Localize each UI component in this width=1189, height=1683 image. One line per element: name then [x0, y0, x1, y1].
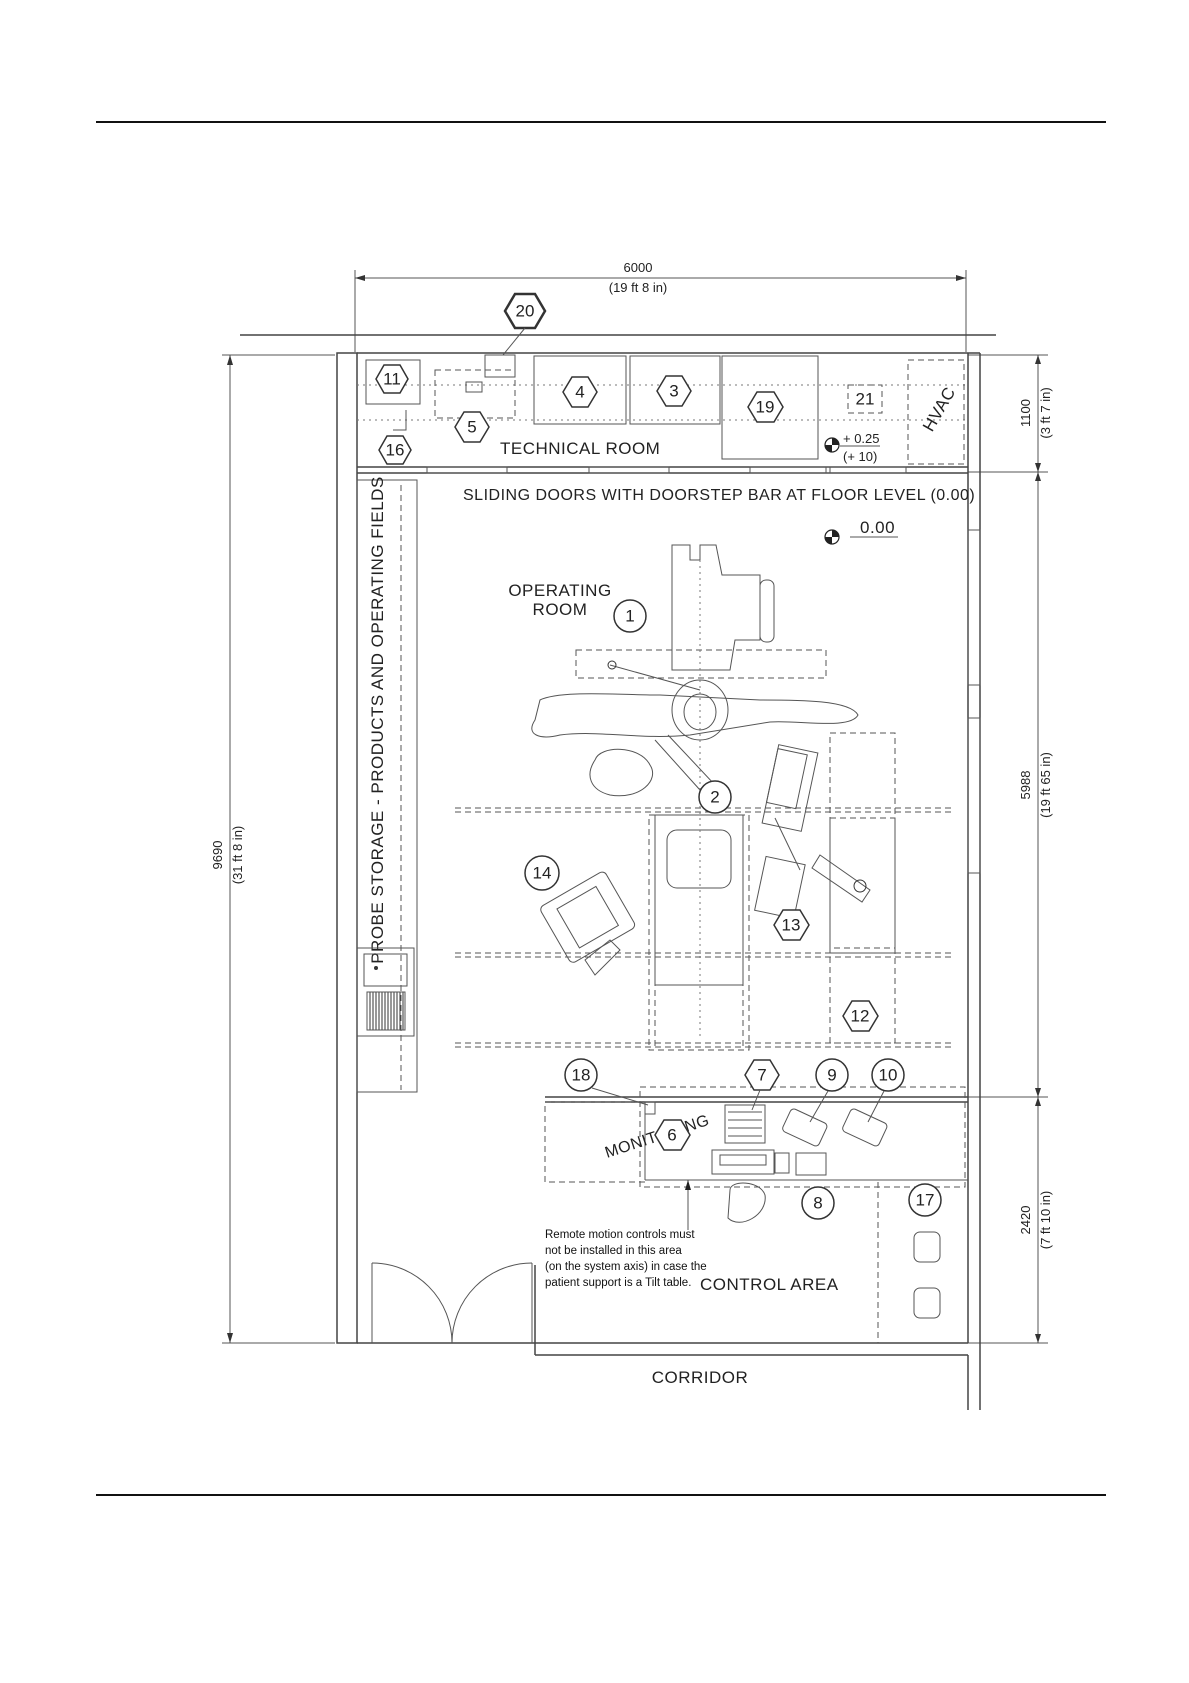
- callout-21: 21: [856, 390, 875, 409]
- svg-text:5: 5: [467, 418, 476, 437]
- callout-2: 2: [698, 780, 732, 814]
- width-value: 6000: [624, 260, 653, 275]
- callout-20: 20: [502, 292, 547, 356]
- svg-text:1: 1: [625, 607, 634, 626]
- unit-4-box: [533, 355, 627, 425]
- entrance: CORRIDOR: [371, 1262, 749, 1387]
- svg-text:3: 3: [669, 382, 678, 401]
- svg-text:18: 18: [572, 1066, 591, 1085]
- callout-7: 7: [744, 1059, 780, 1111]
- svg-text:4: 4: [575, 383, 584, 402]
- svg-text:14: 14: [533, 864, 552, 883]
- note-line3: (on the system axis) in case the: [545, 1261, 707, 1273]
- callout-1: 1: [613, 599, 647, 633]
- svg-text:21: 21: [856, 390, 875, 409]
- callout-3: 3: [656, 375, 692, 407]
- corridor-label: CORRIDOR: [652, 1368, 749, 1387]
- bottom-rule: [96, 1494, 1106, 1496]
- width-dimension: 6000 (19 ft 8 in): [354, 260, 967, 352]
- technical-room-dim-imperial: (3 ft 7 in): [1038, 387, 1053, 438]
- callout-14: 14: [524, 855, 560, 891]
- height-dimension: 9690 (31 ft 8 in): [210, 354, 335, 1344]
- svg-text:12: 12: [851, 1007, 870, 1026]
- height-imperial: (31 ft 8 in): [230, 826, 245, 885]
- control-area-dim: 2420: [1018, 1206, 1033, 1235]
- callout-16: 16: [378, 435, 412, 465]
- floor-level-marker: 0.00: [824, 518, 898, 545]
- operating-room-label-1: OPERATING: [508, 581, 611, 600]
- unit-11-box: [365, 359, 421, 405]
- svg-text:6: 6: [667, 1126, 676, 1145]
- note-line2: not be installed in this area: [545, 1245, 682, 1257]
- height-value: 9690: [210, 841, 225, 870]
- floor-level: 0.00: [860, 518, 895, 537]
- technical-room: HVAC TECHNICAL ROOM + 0.25 (+ 10): [357, 354, 968, 474]
- unit-5-box: [434, 369, 516, 419]
- sliding-doors-label: SLIDING DOORS WITH DOORSTEP BAR AT FLOOR…: [463, 487, 975, 504]
- hvac-label: HVAC: [919, 384, 959, 435]
- callout-8: 8: [801, 1186, 835, 1220]
- svg-text:9: 9: [827, 1066, 836, 1085]
- sink: [356, 947, 415, 1037]
- svg-text:8: 8: [813, 1194, 822, 1213]
- svg-text:13: 13: [782, 916, 801, 935]
- right-dimensions: 1100 (3 ft 7 in) 5988 (19 ft 65 in) 2420…: [968, 354, 1053, 1344]
- svg-text:10: 10: [879, 1066, 898, 1085]
- tech-level-imperial: (+ 10): [843, 449, 877, 464]
- tech-level: + 0.25: [843, 431, 880, 446]
- probe-storage-label: PROBE STORAGE - PRODUCTS AND OPERATING F…: [368, 476, 387, 964]
- callout-4: 4: [562, 376, 598, 408]
- walls: [240, 334, 996, 1410]
- svg-text:16: 16: [386, 441, 405, 460]
- callout-18: 18: [564, 1058, 649, 1106]
- control-area: MONITORING Remote motion controls must n…: [544, 1086, 968, 1343]
- top-rule: [96, 121, 1106, 123]
- width-imperial: (19 ft 8 in): [609, 280, 668, 295]
- unit-3-box: [629, 355, 721, 425]
- svg-text:11: 11: [383, 370, 401, 389]
- callout-5: 5: [454, 411, 490, 443]
- callout-6: 6: [654, 1119, 691, 1151]
- svg-text:17: 17: [916, 1191, 935, 1210]
- callouts: 20 11 4 3 19 21 5 16: [375, 292, 942, 1220]
- callout-17: 17: [908, 1183, 942, 1217]
- control-area-label: CONTROL AREA: [700, 1275, 839, 1294]
- probe-storage: PROBE STORAGE - PRODUCTS AND OPERATING F…: [356, 476, 418, 1093]
- callout-10: 10: [867, 1058, 905, 1123]
- callout-9: 9: [809, 1058, 849, 1123]
- operating-room-dim: 5988: [1018, 771, 1033, 800]
- note-line1: Remote motion controls must: [545, 1229, 695, 1241]
- technical-room-label: TECHNICAL ROOM: [500, 439, 660, 458]
- svg-text:19: 19: [756, 398, 775, 417]
- operating-room-label-2: ROOM: [533, 600, 588, 619]
- callout-12: 12: [842, 1000, 879, 1032]
- svg-text:2: 2: [710, 788, 719, 807]
- unit-19-box: [721, 355, 819, 460]
- note-line4: patient support is a Tilt table.: [545, 1277, 691, 1289]
- svg-text:20: 20: [516, 302, 535, 321]
- svg-text:7: 7: [757, 1066, 766, 1085]
- callout-19: 19: [747, 391, 784, 423]
- control-area-dim-imperial: (7 ft 10 in): [1038, 1191, 1053, 1250]
- unit-21-box: [847, 384, 883, 414]
- callout-13: 13: [773, 909, 810, 941]
- operating-room-dim-imperial: (19 ft 65 in): [1038, 752, 1053, 818]
- callout-11: 11: [375, 364, 409, 394]
- technical-room-dim: 1100: [1018, 399, 1033, 427]
- operating-room: OPERATING ROOM: [455, 544, 955, 1051]
